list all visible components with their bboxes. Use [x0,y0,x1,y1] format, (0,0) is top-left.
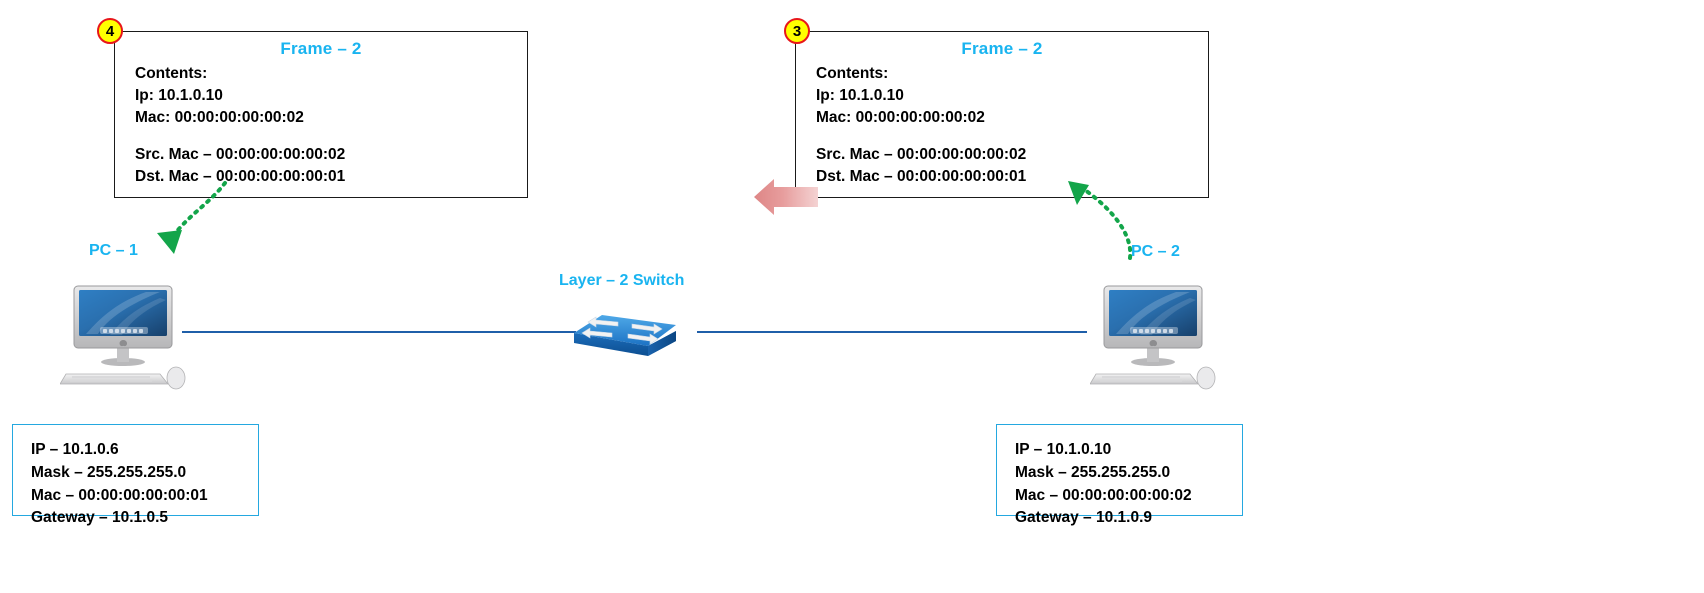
frame-right-mac: Mac: 00:00:00:00:00:02 [816,109,985,126]
info-pc1-mac: Mac – 00:00:00:00:00:01 [31,486,208,504]
green-dotted-arrow-from-pc2 [1068,181,1133,260]
info-pc2-mac: Mac – 00:00:00:00:00:02 [1015,486,1192,504]
frame-right-contents-label: Contents: [816,65,889,82]
info-box-pc1: IP – 10.1.0.6 Mask – 255.255.255.0 Mac –… [12,424,259,526]
frame-left-contents-label: Contents: [135,65,208,82]
frame-left-dst-mac: Dst. Mac – 00:00:00:00:00:01 [135,168,346,185]
computer-pc1 [60,285,186,390]
frame-right-ip: Ip: 10.1.0.10 [816,87,904,104]
frame-left-title: Frame – 2 [280,39,362,58]
step-marker-3: 3 [784,18,810,44]
info-pc1-mask: Mask – 255.255.255.0 [31,463,187,481]
link-line-switch-to-pc2 [697,331,1087,333]
label-layer2-switch: Layer – 2 Switch [559,272,685,289]
frame-left-ip: Ip: 10.1.0.10 [135,87,223,104]
label-pc1: PC – 1 [89,242,138,259]
info-pc2-gateway: Gateway – 10.1.0.9 [1015,509,1153,527]
layer2-switch-icon [574,315,676,356]
frame-left-spacer [115,129,527,144]
frame-right-title: Frame – 2 [961,39,1043,58]
frame-right-src-mac: Src. Mac – 00:00:00:00:00:02 [816,146,1027,163]
info-pc2-mask: Mask – 255.255.255.0 [1015,463,1171,481]
info-pc1-gateway: Gateway – 10.1.0.5 [31,509,169,527]
frame-right-spacer [796,129,1208,144]
computer-pc2 [1090,285,1216,390]
frame-left-src-mac: Src. Mac – 00:00:00:00:00:02 [135,146,346,163]
info-box-pc2: IP – 10.1.0.10 Mask – 255.255.255.0 Mac … [996,424,1243,526]
frame-left-mac: Mac: 00:00:00:00:00:02 [135,109,304,126]
info-pc1-ip: IP – 10.1.0.6 [31,441,119,458]
label-pc2: PC – 2 [1131,243,1180,260]
info-pc2-ip: IP – 10.1.0.10 [1015,441,1112,458]
green-dotted-arrow-to-pc1 [157,181,227,254]
step-marker-4: 4 [97,18,123,44]
link-line-pc1-to-switch [182,331,576,333]
frame-right-dst-mac: Dst. Mac – 00:00:00:00:00:01 [816,168,1027,185]
pink-frame-direction-arrow [754,179,818,215]
frame-detail-box-right: Frame – 2 Contents: Ip: 10.1.0.10 Mac: 0… [795,31,1209,198]
frame-detail-box-left: Frame – 2 Contents: Ip: 10.1.0.10 Mac: 0… [114,31,528,198]
